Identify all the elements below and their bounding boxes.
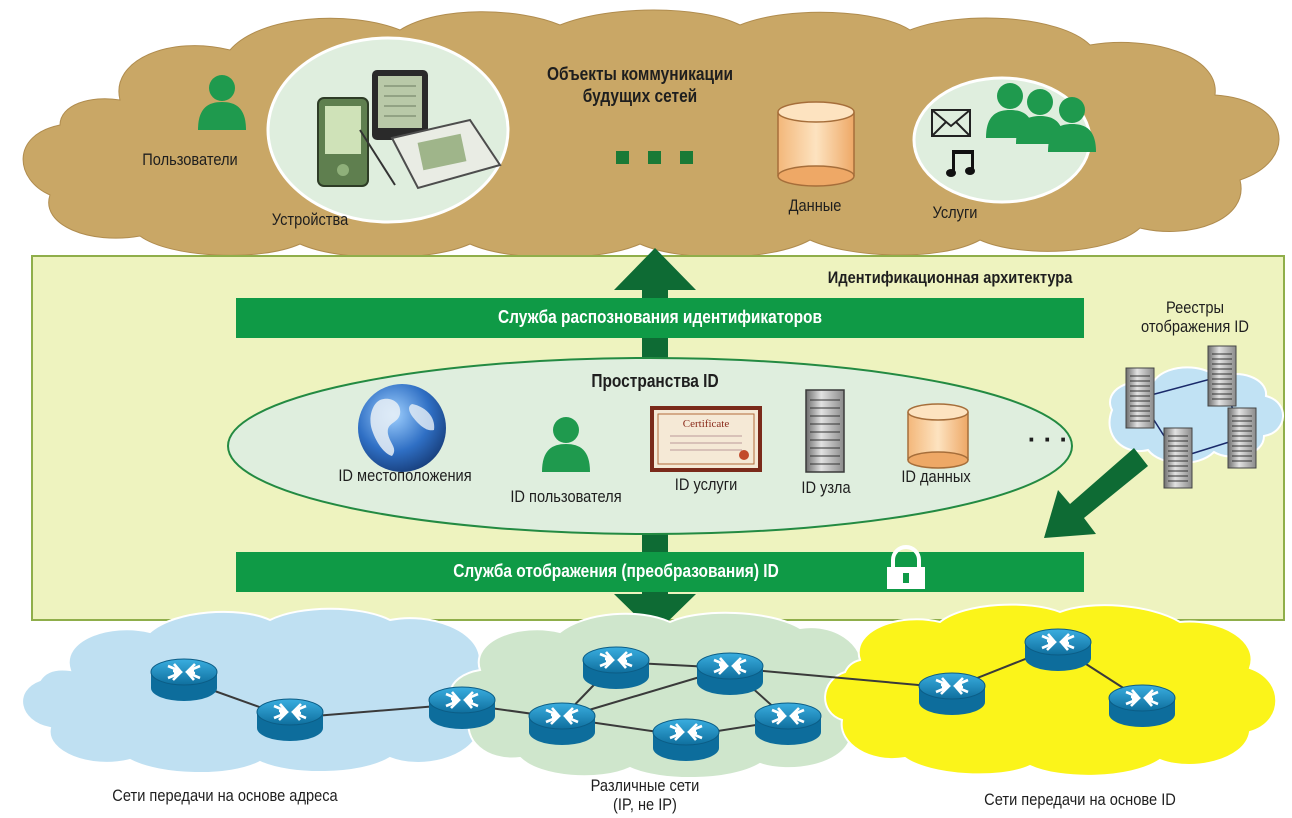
id-location-label: ID местоположения (338, 466, 472, 485)
id-network-cloud (824, 603, 1278, 777)
registries-cluster (1108, 345, 1284, 489)
address-network-cloud (21, 607, 511, 774)
id-spaces-ellipsis: · · · (1028, 424, 1068, 454)
top-cloud-title-line2: будущих сетей (582, 86, 698, 106)
router-icon (753, 701, 823, 747)
certificate-text: Certificate (683, 418, 730, 430)
recognition-service-bar (236, 298, 1084, 338)
id-user-label: ID пользователя (510, 487, 622, 506)
address-network-label: Сети передачи на основе адреса (112, 786, 338, 805)
envelope-icon (931, 109, 971, 137)
services-label: Услуги (932, 203, 978, 222)
id-data-label: ID данных (901, 467, 971, 486)
registry-mapping-arrow (1044, 448, 1148, 538)
devices-label: Устройства (271, 210, 349, 229)
registries-label-line2: отображения ID (1141, 317, 1249, 336)
top-cloud-title-line1: Объекты коммуникации (546, 64, 734, 84)
services-icon (912, 76, 1096, 204)
router-icon (695, 651, 765, 697)
id-data-cylinder-icon (907, 403, 969, 469)
router-icon (427, 685, 497, 731)
data-label: Данные (788, 196, 842, 215)
id-spaces-title: Пространства ID (591, 371, 719, 391)
router-icon (1023, 627, 1093, 673)
id-network-label: Сети передачи на основе ID (984, 790, 1176, 809)
router-icon (527, 701, 597, 747)
music-note-icon (946, 150, 975, 177)
router-icon (1107, 683, 1177, 729)
lock-icon (887, 545, 925, 589)
router-icon (581, 645, 651, 691)
router-icon (149, 657, 219, 703)
devices-icon (266, 36, 510, 224)
router-icon (651, 717, 721, 763)
id-node-label: ID узла (801, 478, 851, 497)
certificate-icon: Certificate (650, 406, 762, 472)
mapping-service-label: Служба отображения (преобразования) ID (453, 561, 779, 581)
mapping-service-bar (236, 552, 1084, 592)
globe-icon (358, 384, 446, 472)
router-icon (255, 697, 325, 743)
router-icon (917, 671, 987, 717)
registries-label-line1: Реестры (1165, 298, 1225, 317)
data-cylinder-icon (777, 101, 855, 187)
various-network-label-line2: (IP, не IP) (613, 795, 677, 814)
id-service-label: ID услуги (674, 475, 738, 494)
node-server-icon (805, 389, 845, 473)
users-label: Пользователи (142, 150, 238, 169)
recognition-service-label: Служба распознования идентификаторов (497, 307, 823, 327)
architecture-title: Идентификационная архитектура (827, 268, 1072, 287)
ellipsis-squares (616, 151, 693, 164)
various-network-label-line1: Различные сети (590, 776, 700, 795)
